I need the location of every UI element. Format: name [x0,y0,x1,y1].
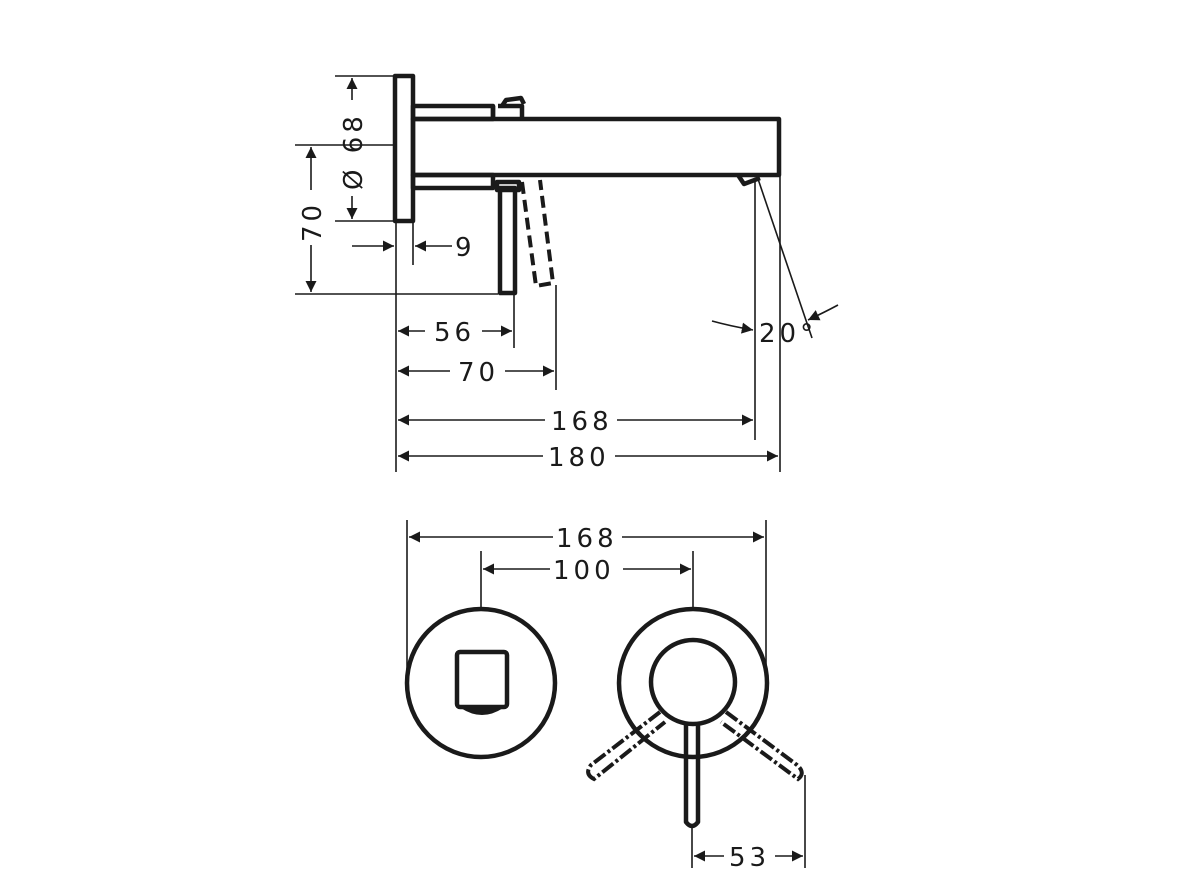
lever-swung [520,179,556,289]
mixer-rosette [616,606,770,760]
lever-swing-left [586,710,667,782]
side-view: Ø 68 70 9 56 70 168 180 20° [295,73,839,473]
top-fitting [490,95,527,119]
dim-lever-56: 56 [434,318,475,348]
lever-swing-right [719,710,804,782]
dim-spout-180: 180 [548,443,610,473]
spout-rosette [404,606,558,760]
dim-lever-70: 70 [458,358,499,388]
aerator-tip [456,705,508,715]
dim-line [711,320,754,334]
spout-outlet-square [454,649,510,710]
front-view: 168 100 53 [404,520,806,873]
dim-outlet-168: 168 [551,407,613,437]
angle-line [756,175,813,339]
dim-center-100: 100 [553,556,615,586]
mixer-cartridge [648,637,738,727]
mixer-lever [683,725,701,829]
dim-front-168: 168 [556,524,618,554]
lever-vertical [497,185,518,296]
dim-rosette-diameter: Ø 68 [339,112,369,190]
dim-lever-53: 53 [729,843,770,873]
spout-body [410,116,782,178]
lever-collar [494,179,522,193]
dim-line [807,304,839,321]
rosette-plate [392,73,416,224]
dim-angle-20: 20° [759,319,817,349]
dim-height-70: 70 [298,201,328,242]
dim-depth-9: 9 [455,233,476,263]
